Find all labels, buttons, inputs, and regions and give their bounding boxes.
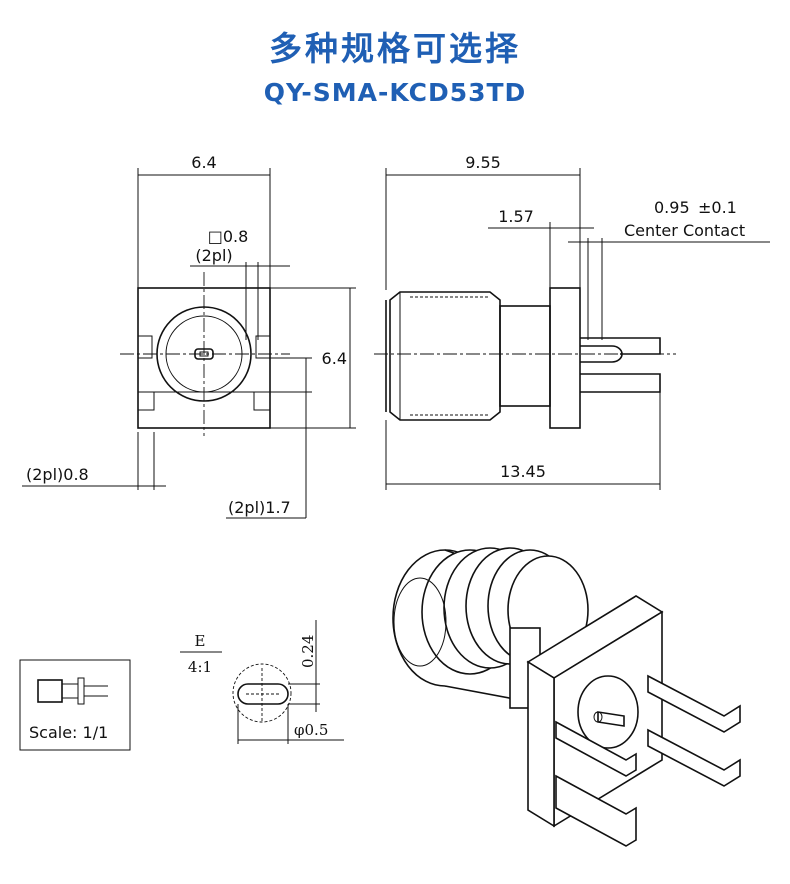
iso-leg-top-right (647, 674, 741, 733)
flange-label: 1.57 (498, 207, 534, 226)
iso-face-pin (597, 711, 625, 727)
pin-size-label: □0.8 (208, 227, 249, 246)
front-height-label: 6.4 (322, 349, 347, 368)
scale-box-frame (19, 659, 131, 751)
detail-circle (232, 663, 292, 723)
page-title: 多种规格可选择 (269, 29, 521, 68)
iso-leg-bottom-right (647, 728, 741, 787)
iso-body-bore (393, 577, 447, 667)
isometric-view (392, 547, 741, 847)
front-width-label: 6.4 (191, 153, 216, 172)
scale-mini-legs (84, 685, 108, 697)
total-length-label: 13.45 (500, 462, 546, 481)
model-number: QY-SMA-KCD53TD (263, 78, 527, 107)
scale-label: Scale: 1/1 (29, 723, 108, 742)
scale-mini-body (37, 679, 63, 703)
iso-flange-side (527, 660, 555, 828)
detail-ratio: 4:1 (188, 658, 212, 676)
detail-letter: E (195, 632, 206, 650)
contact-desc-label: Center Contact (624, 221, 745, 240)
scale-mini-neck (61, 683, 79, 699)
front-notch-right (255, 335, 271, 359)
side-threaded-body (389, 291, 501, 421)
side-view: 9.55 1.57 0.95 ±0.1 Center Contact 13.45 (374, 153, 770, 490)
front-notch-left (137, 335, 153, 359)
scale-box: Scale: 1/1 (19, 659, 131, 751)
foot-offset-label: (2pl)1.7 (228, 498, 291, 517)
iso-leg-top-left (555, 720, 637, 777)
pin-count-label: (2pl) (195, 246, 232, 265)
side-neck (499, 305, 551, 407)
front-foot-right (253, 391, 271, 411)
iso-face-disc (577, 675, 639, 749)
detail-pin (237, 683, 289, 705)
side-flange (549, 287, 581, 429)
iso-face-pin-tip (593, 711, 603, 723)
contact-tol-label: ±0.1 (698, 198, 737, 217)
scale-mini-flange (77, 677, 85, 705)
front-foot-left (137, 391, 155, 411)
front-view: 6.4 □0.8 (2pl) 6.4 (2pl)1.7 (2pl)0.8 (22, 153, 356, 519)
detail-dia-label: φ0.5 (294, 721, 328, 739)
detail-e: E 4:1 0.24 φ0.5 (180, 620, 344, 744)
side-length-label: 9.55 (465, 153, 501, 172)
foot-width-label: (2pl)0.8 (26, 465, 89, 484)
contact-dim-label: 0.95 (654, 198, 690, 217)
side-leg (580, 373, 661, 393)
iso-leg-bottom-left (555, 774, 637, 847)
detail-height-label: 0.24 (299, 635, 317, 668)
